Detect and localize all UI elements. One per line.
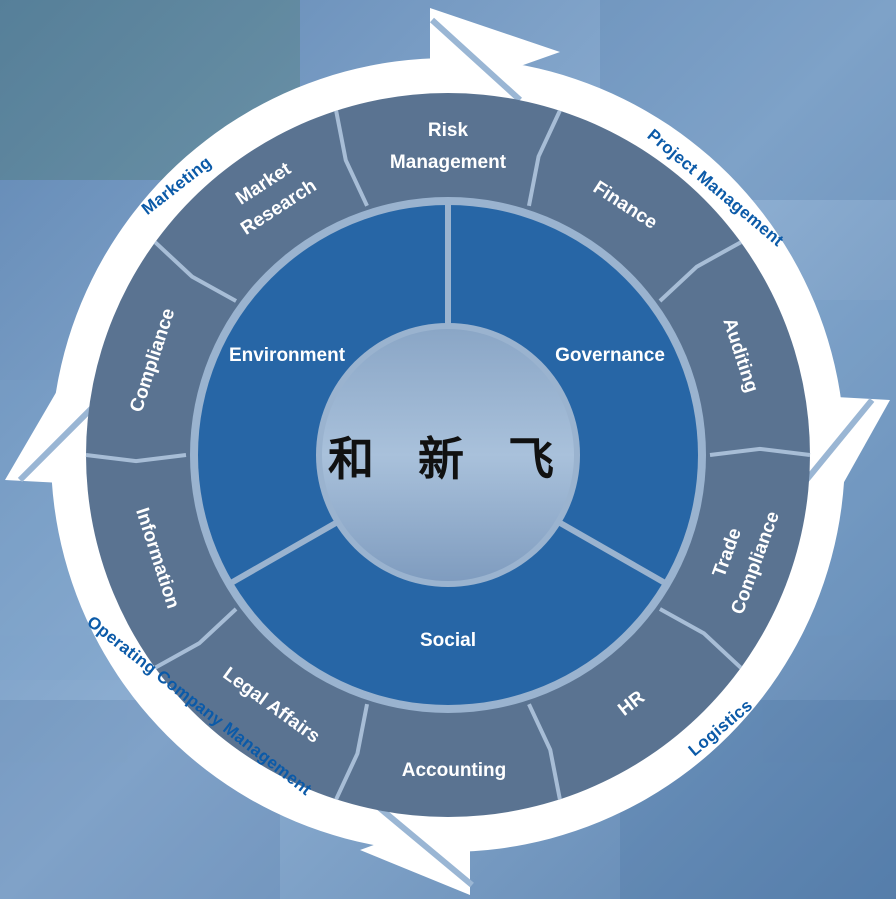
segment-divider [153,240,238,303]
esg-core [190,197,706,713]
arrow-head-right [800,395,890,525]
segment-divider [526,109,562,207]
arrow-head-top [430,8,560,98]
segment-divider [709,446,811,457]
core-label-environment: Environment [229,345,346,366]
segment-accounting: Accounting [402,760,507,781]
segment-divider [85,453,187,464]
segment-divider [334,703,370,801]
svg-text:Risk: Risk [428,120,469,141]
segment-divider [527,703,562,800]
center-photo [322,329,574,581]
segment-divider [658,607,743,670]
core-label-social: Social [420,630,476,651]
arrow-head-left [5,360,100,485]
segment-divider [658,240,742,303]
core-label-governance: Governance [555,345,665,366]
company-logo-text: 和 新 飞 [328,432,568,486]
segment-divider [334,110,369,207]
segment-risk-management: Risk Management [390,120,507,173]
arrow-head-bottom [360,810,470,895]
outer-cycle-ring [5,8,890,895]
segment-divider [154,607,238,670]
svg-text:Management: Management [390,152,507,173]
